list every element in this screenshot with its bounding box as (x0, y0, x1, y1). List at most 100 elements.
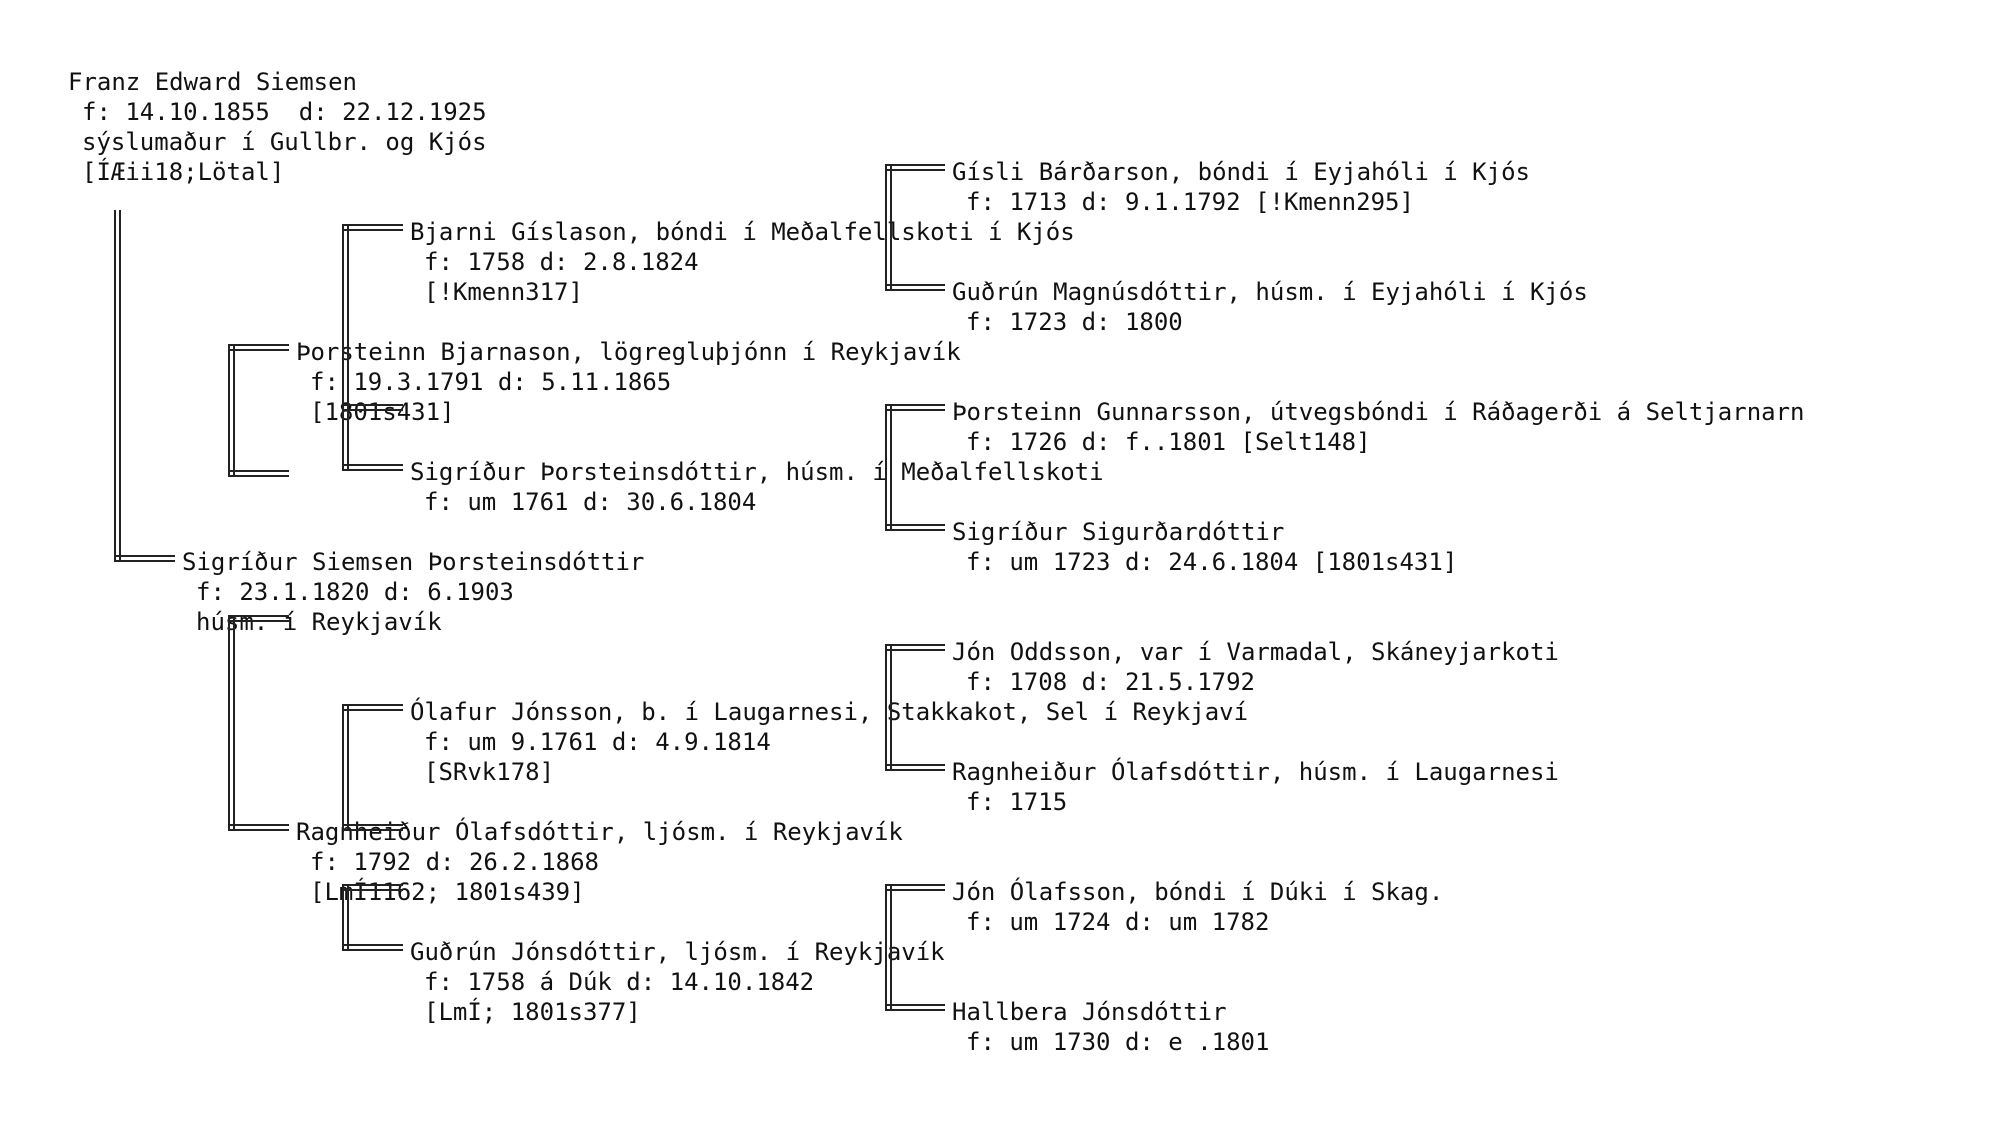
connector-mm (228, 615, 289, 617)
root-title: sýslumaður í Gullbr. og Kjós (82, 128, 487, 156)
connector-mfff (885, 289, 945, 291)
connector-mm (228, 824, 289, 826)
gen4-mmmm-dates: f: um 1730 d: e .1801 (966, 1028, 1270, 1056)
gen4-mmmf-name: Jón Ólafsson, bóndi í Dúki í Skag. (952, 878, 1444, 906)
maternal-grandmother-source: [LmÍ1162; 1801s439] (310, 878, 585, 906)
connector-mfm (342, 404, 344, 469)
connector-mfff (885, 164, 945, 166)
gen4-mfff-dates: f: 1713 d: 9.1.1792 [!Kmenn295] (966, 188, 1414, 216)
maternal-grandmother-dates: f: 1792 d: 26.2.1868 (310, 848, 599, 876)
connector-mmm (347, 884, 349, 949)
mother-dates: f: 23.1.1820 d: 6.1903 (196, 578, 514, 606)
connector-mmf (342, 704, 403, 706)
root-name: Franz Edward Siemsen (68, 68, 357, 96)
gen4-mfmf-name: Þorsteinn Gunnarsson, útvegsbóndi í Ráða… (952, 398, 1805, 426)
connector-mfmf (885, 404, 945, 406)
connector-mmff (885, 649, 945, 651)
connector-root (114, 210, 116, 560)
maternal-grandmother-name: Ragnheiður Ólafsdóttir, ljósm. í Reykjav… (296, 818, 903, 846)
gen3-mmf-source: [SRvk178] (424, 758, 555, 786)
gen4-mmfm-name: Ragnheiður Ólafsdóttir, húsm. í Laugarne… (952, 758, 1559, 786)
connector-mmmf (885, 889, 945, 891)
gen4-mmff-dates: f: 1708 d: 21.5.1792 (966, 668, 1255, 696)
connector-mfm (347, 404, 349, 469)
connector-mf (233, 344, 235, 475)
root-dates: f: 14.10.1855 d: 22.12.1925 (82, 98, 487, 126)
connector-mmm (342, 944, 403, 946)
connector-mmf (342, 829, 403, 831)
connector-mmm (342, 889, 403, 891)
connector-mmf (342, 704, 344, 829)
connector-mfmf (885, 404, 887, 529)
connector-mff (342, 229, 403, 231)
connector-mmmf (885, 884, 887, 1009)
gen3-mmm-source: [LmÍ; 1801s377] (424, 998, 641, 1026)
gen4-mmff-name: Jón Oddsson, var í Varmadal, Skáneyjarko… (952, 638, 1559, 666)
gen4-mmmf-dates: f: um 1724 d: um 1782 (966, 908, 1270, 936)
connector-mmmf (885, 1009, 945, 1011)
connector-mf (228, 470, 289, 472)
connector-mmf (342, 824, 403, 826)
gen4-mffm-dates: f: 1723 d: 1800 (966, 308, 1183, 336)
gen3-mmm-name: Guðrún Jónsdóttir, ljósm. í Reykjavík (410, 938, 945, 966)
connector-mmff (885, 769, 945, 771)
connector-mfff (885, 169, 945, 171)
gen3-mmm-dates: f: 1758 á Dúk d: 14.10.1842 (424, 968, 815, 996)
gen4-mfmf-dates: f: 1726 d: f..1801 [Selt148] (966, 428, 1371, 456)
connector-mff (342, 224, 403, 226)
maternal-grandfather-source: [1801s431] (310, 398, 455, 426)
connector-mff (342, 224, 344, 469)
connector-root (114, 560, 175, 562)
connector-mmm (342, 884, 403, 886)
gen4-mfff-name: Gísli Bárðarson, bóndi í Eyjahóli í Kjós (952, 158, 1530, 186)
connector-mfmf (885, 529, 945, 531)
connector-mf (228, 349, 289, 351)
connector-mfmf (885, 409, 945, 411)
gen3-mfm-name: Sigríður Þorsteinsdóttir, húsm. í Meðalf… (410, 458, 1104, 486)
root-source: [ÍÆii18;Lötal] (82, 158, 285, 186)
connector-mfm (342, 404, 403, 406)
connector-root (114, 555, 175, 557)
connector-mmf (347, 704, 349, 829)
connector-mmff (885, 764, 945, 766)
connector-mm (228, 829, 289, 831)
connector-root (119, 210, 121, 560)
gen4-mmfm-dates: f: 1715 (966, 788, 1068, 816)
connector-mmff (890, 644, 892, 769)
connector-mmm (342, 949, 403, 951)
connector-mm (233, 615, 235, 829)
gen3-mff-source: [!Kmenn317] (424, 278, 583, 306)
mother-extra: húsm. í Reykjavík (196, 608, 442, 636)
gen4-mfmm-name: Sigríður Sigurðardóttir (952, 518, 1285, 546)
gen4-mffm-name: Guðrún Magnúsdóttir, húsm. í Eyjahóli í … (952, 278, 1588, 306)
connector-mmmf (885, 884, 945, 886)
gen3-mff-name: Bjarni Gíslason, bóndi í Meðalfellskoti … (410, 218, 1075, 246)
connector-mmff (885, 644, 887, 769)
connector-mfmf (890, 404, 892, 529)
gen3-mmf-name: Ólafur Jónsson, b. í Laugarnesi, Stakkak… (410, 698, 1249, 726)
connector-mfm (342, 469, 403, 471)
mother-name: Sigríður Siemsen Þorsteinsdóttir (182, 548, 645, 576)
gen4-mmmm-name: Hallbera Jónsdóttir (952, 998, 1227, 1026)
connector-mf (228, 475, 289, 477)
connector-mf (228, 344, 289, 346)
connector-mmmf (890, 884, 892, 1009)
connector-mfff (885, 164, 887, 289)
connector-mfff (885, 284, 945, 286)
maternal-grandfather-name: Þorsteinn Bjarnason, lögregluþjónn í Rey… (296, 338, 961, 366)
connector-mm (228, 620, 289, 622)
maternal-grandfather-dates: f: 19.3.1791 d: 5.11.1865 (310, 368, 672, 396)
gen3-mfm-dates: f: um 1761 d: 30.6.1804 (424, 488, 757, 516)
connector-mmmf (885, 1004, 945, 1006)
gen3-mmf-dates: f: um 9.1761 d: 4.9.1814 (424, 728, 771, 756)
connector-mfm (342, 409, 403, 411)
connector-mmm (342, 884, 344, 949)
connector-mff (347, 224, 349, 469)
connector-mf (228, 344, 230, 475)
connector-mmff (885, 644, 945, 646)
connector-mfmf (885, 524, 945, 526)
connector-mmf (342, 709, 403, 711)
connector-mm (228, 615, 230, 829)
connector-mfm (342, 464, 403, 466)
